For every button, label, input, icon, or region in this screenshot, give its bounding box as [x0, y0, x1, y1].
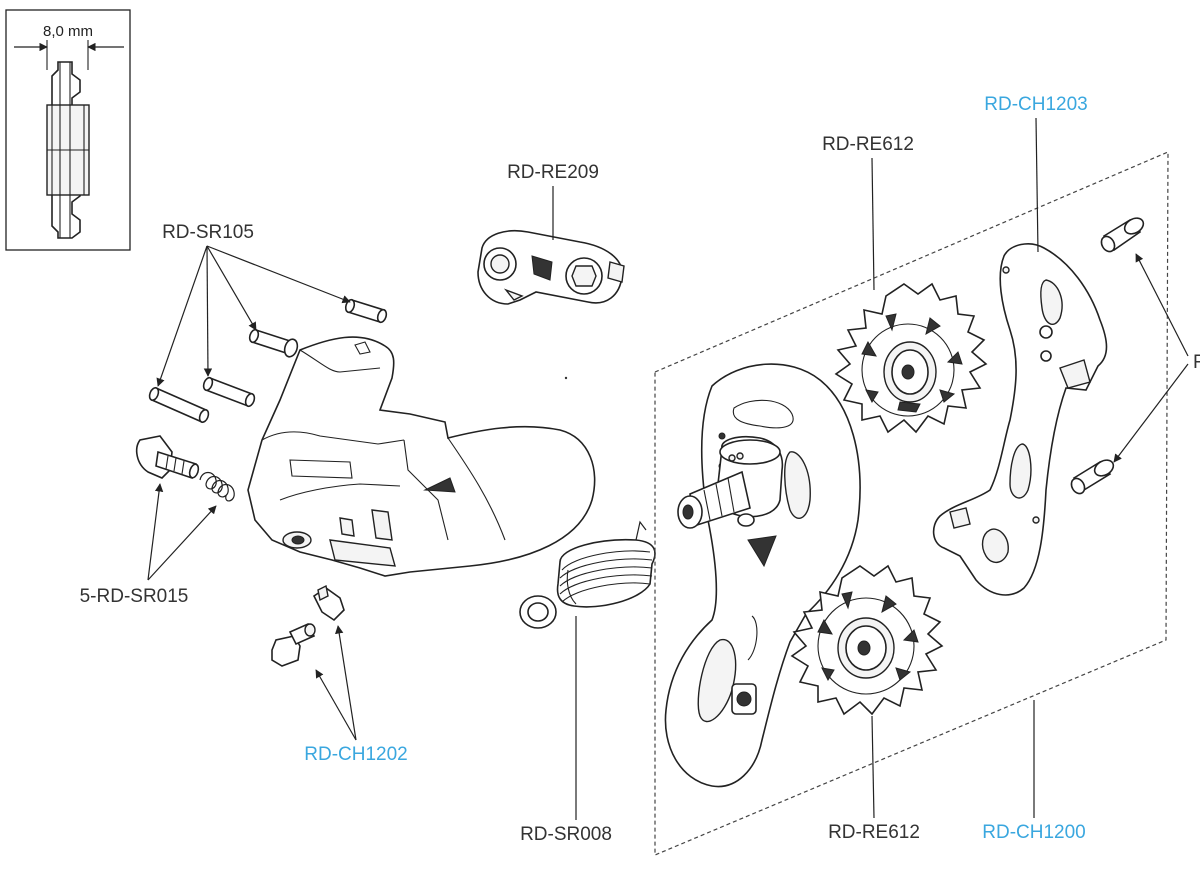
cage-bolt-top [1100, 217, 1145, 253]
cage-bolts [1070, 217, 1145, 495]
pulley-width-inset: 8,0 mm [5, 9, 131, 251]
leader-rd-re612-bottom [871, 715, 875, 819]
cage-axle [677, 435, 784, 529]
rd-re209-link [477, 230, 625, 305]
cage-spring [556, 520, 656, 608]
pin-1 [344, 298, 388, 324]
pulley-side-profile [46, 61, 90, 239]
label-cut-off: R [1193, 352, 1200, 373]
label-rd-ch1200: RD-CH1200 [982, 822, 1085, 843]
pin-2 [248, 328, 299, 358]
dimension-label: 8,0 mm [43, 23, 93, 40]
cage-assembly-outline [654, 151, 1169, 856]
rd-sr105-pins [148, 298, 388, 424]
inner-cage-plate [664, 363, 861, 788]
stray-dot [564, 376, 568, 380]
cable-bolt [271, 622, 316, 667]
upper-jockey-wheel [834, 282, 988, 434]
label-rd-ch1203: RD-CH1203 [984, 94, 1087, 115]
leader-cut-off-label [1113, 253, 1189, 463]
rd-ch1202-parts [271, 584, 345, 667]
outer-cage-plate [932, 243, 1108, 596]
label-rd-sr105: RD-SR105 [162, 222, 254, 243]
label-rd-re209: RD-RE209 [507, 162, 599, 183]
lower-jockey-wheel [790, 564, 944, 716]
leader-rd-sr015 [147, 483, 217, 581]
washer [519, 595, 557, 629]
cable-stop [312, 584, 345, 622]
leader-rd-ch1202 [315, 625, 357, 741]
label-rd-sr015: 5-RD-SR015 [80, 586, 189, 607]
leader-rd-ch1203 [1035, 117, 1039, 253]
pin-4 [148, 386, 210, 424]
pin-3 [202, 376, 256, 408]
label-rd-sr008: RD-SR008 [520, 824, 612, 845]
leader-rd-sr105 [156, 245, 351, 387]
cage-bolt-bottom [1070, 459, 1115, 495]
leader-rd-re612-top [871, 157, 875, 291]
label-rd-re612-bottom: RD-RE612 [828, 822, 920, 843]
label-rd-ch1202: RD-CH1202 [304, 744, 407, 765]
derailleur-body [247, 336, 596, 577]
label-rd-re612-top: RD-RE612 [822, 134, 914, 155]
b-tension-bolt [135, 435, 200, 480]
b-tension-spring [199, 471, 235, 502]
